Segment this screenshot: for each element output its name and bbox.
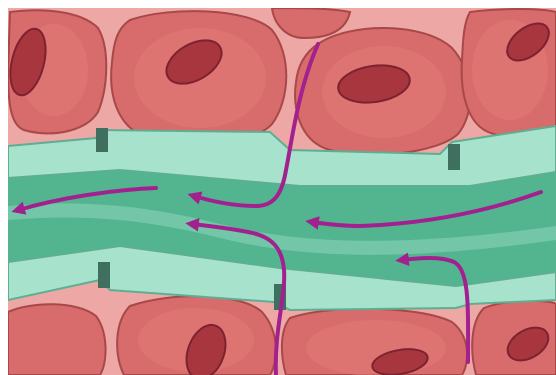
cell-bottom-1 bbox=[8, 304, 106, 375]
endothelial-junction bbox=[96, 128, 108, 152]
endothelial-junction bbox=[448, 144, 460, 170]
endothelial-junction bbox=[98, 262, 110, 288]
